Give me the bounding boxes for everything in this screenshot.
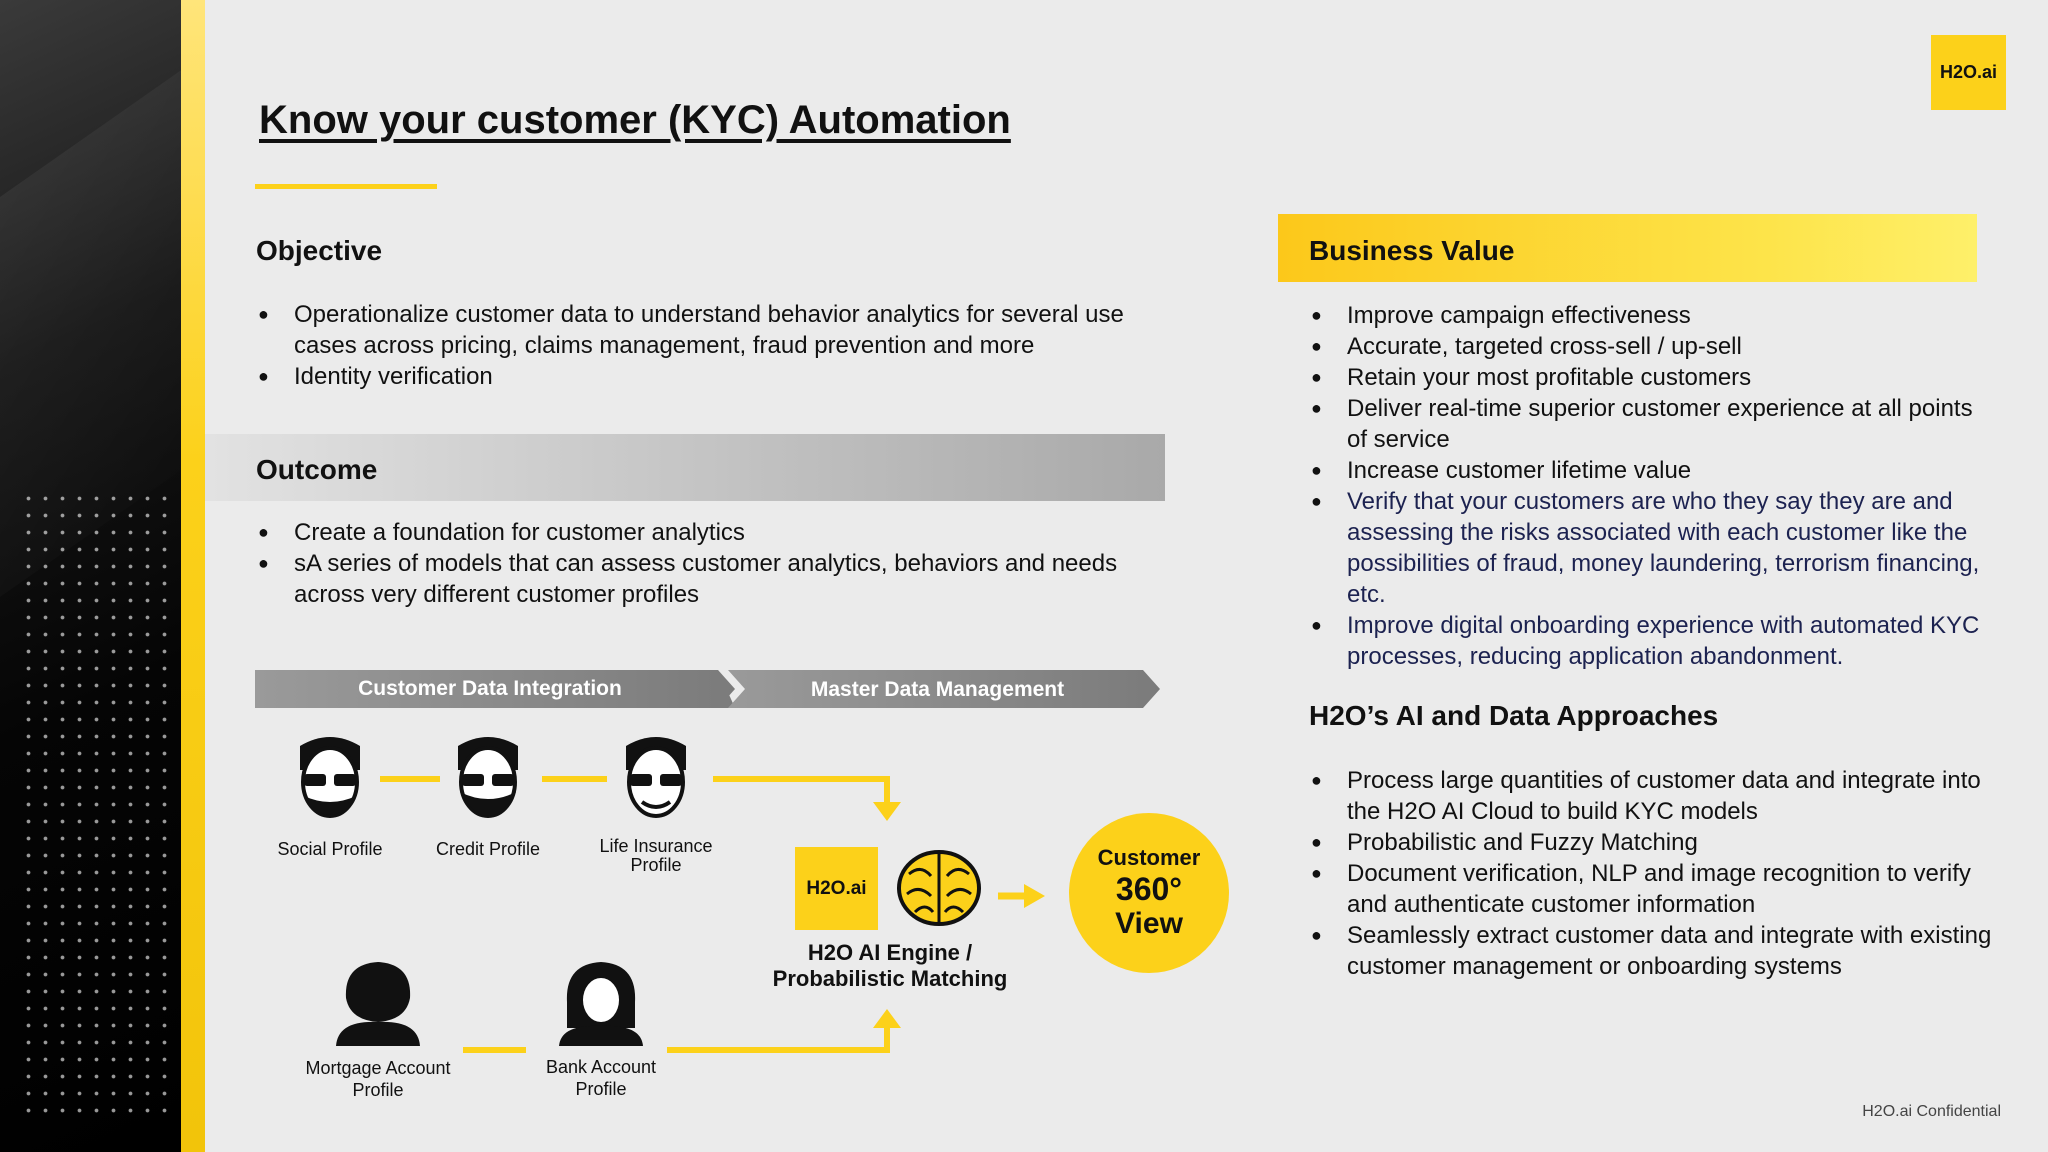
customer-360-view: Customer 360° View (1069, 813, 1229, 973)
outcome-banner (205, 434, 1165, 501)
brain-icon (897, 850, 981, 926)
outcome-heading: Outcome (256, 454, 378, 485)
connector-to-engine-top (713, 776, 890, 805)
business-value-heading: Business Value (1309, 235, 1515, 266)
result-line-2: 360° (1115, 871, 1183, 907)
engine-h2o-logo: H2O.ai (795, 847, 878, 930)
stage-master-data-management: Master Data Management (810, 678, 1065, 701)
list-item: sA series of models that can assess cust… (256, 548, 1176, 610)
accent-stripe (181, 0, 205, 1152)
business-value-banner (1278, 214, 1977, 282)
decorative-side-panel (0, 0, 181, 1152)
female-avatar-icon (559, 962, 643, 1046)
list-item: Increase customer lifetime value (1309, 455, 1999, 486)
h2o-logo: H2O.ai (1931, 35, 2006, 110)
stage-customer-data-integration: Customer Data Integration (358, 677, 622, 700)
list-item: Deliver real-time superior customer expe… (1309, 393, 1999, 455)
arrowhead-down-icon (873, 802, 901, 821)
footer-confidential: H2O.ai Confidential (1862, 1103, 2001, 1120)
node-bank-account-profile: Bank Account Profile (545, 1057, 657, 1099)
list-item: Document verification, NLP and image rec… (1309, 858, 1999, 920)
list-item: Process large quantities of customer dat… (1309, 765, 1999, 827)
business-value-list: Improve campaign effectiveness Accurate,… (1309, 300, 1999, 672)
result-line-3: View (1115, 907, 1183, 940)
node-social-profile: Social Profile (277, 839, 383, 859)
list-item: Identity verification (256, 361, 1176, 392)
connector-to-engine-bottom (667, 1025, 890, 1053)
list-item: Create a foundation for customer analyti… (256, 517, 1176, 548)
objective-heading: Objective (256, 235, 383, 266)
objective-list: Operationalize customer data to understa… (256, 299, 1176, 392)
chevron-shape-1 (255, 670, 735, 708)
male-avatar-icon (458, 737, 518, 818)
female-avatar-icon (336, 962, 420, 1046)
node-credit-profile: Credit Profile (435, 839, 541, 859)
approaches-list: Process large quantities of customer dat… (1309, 765, 1999, 982)
male-avatar-icon (626, 737, 686, 818)
engine-label: H2O AI Engine / Probabilistic Matching (772, 940, 1008, 991)
chevron-master-data-management (728, 670, 1160, 708)
title-underline (255, 184, 437, 189)
list-item: Probabilistic and Fuzzy Matching (1309, 827, 1999, 858)
node-mortgage-account-profile: Mortgage Account Profile (305, 1058, 451, 1100)
node-life-insurance-profile: Life Insurance Profile (599, 836, 713, 875)
list-item: Accurate, targeted cross-sell / up-sell (1309, 331, 1999, 362)
male-avatar-icon (300, 737, 360, 818)
dot-pattern (20, 490, 170, 1120)
list-item: Seamlessly extract customer data and int… (1309, 920, 1999, 982)
list-item: Operationalize customer data to understa… (256, 299, 1176, 361)
list-item: Verify that your customers are who they … (1309, 486, 1999, 610)
list-item: Improve campaign effectiveness (1309, 300, 1999, 331)
list-item: Retain your most profitable customers (1309, 362, 1999, 393)
result-line-1: Customer (1097, 845, 1201, 870)
page-title: Know your customer (KYC) Automation (259, 98, 1011, 142)
arrowhead-up-icon (873, 1009, 901, 1028)
arrowhead-right-icon (1024, 884, 1045, 908)
approaches-heading: H2O’s AI and Data Approaches (1309, 700, 1719, 731)
list-item: Improve digital onboarding experience wi… (1309, 610, 1999, 672)
outcome-list: Create a foundation for customer analyti… (256, 517, 1176, 610)
